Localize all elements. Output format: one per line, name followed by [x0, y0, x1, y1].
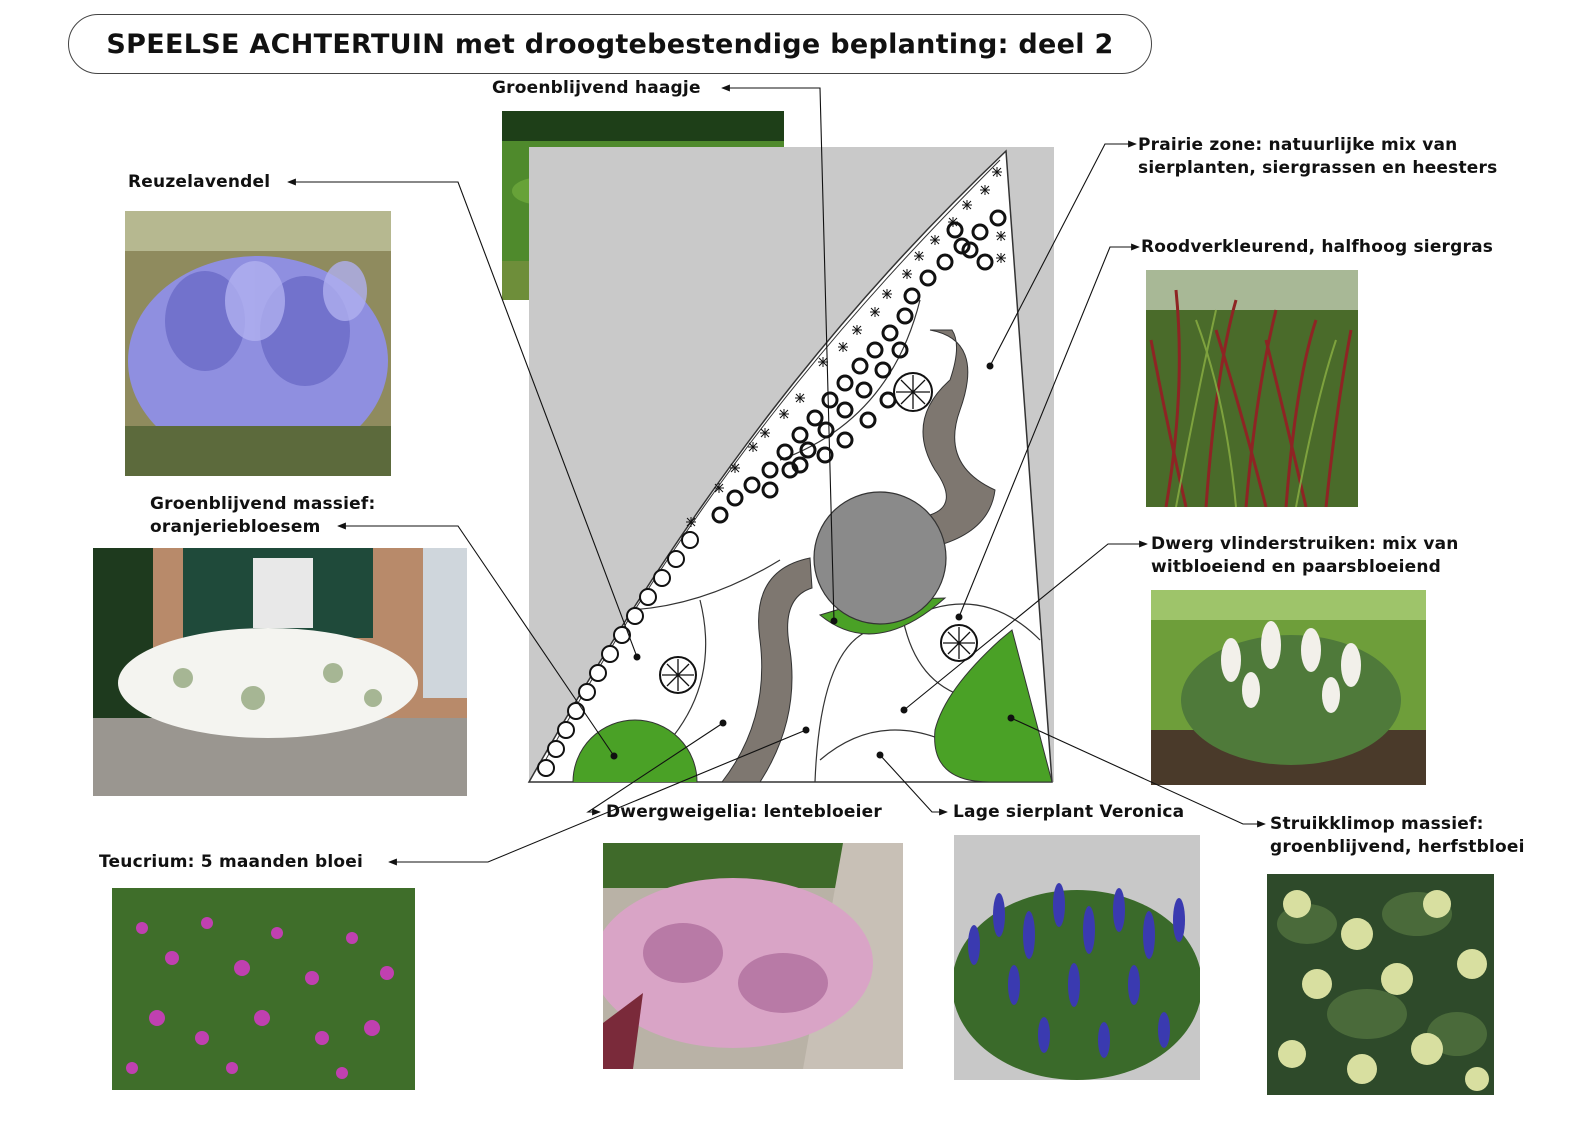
prairie-shrubs	[711, 209, 1007, 524]
lavender-photo	[125, 211, 391, 476]
leader-teucrium	[388, 729, 807, 866]
leader-haagje	[721, 84, 835, 622]
label-haagje: Groenblijvend haagje	[492, 78, 701, 98]
leader-dwergweigelia	[586, 722, 724, 816]
page-title: SPEELSE ACHTERTUIN met droogtebestendige…	[106, 28, 1114, 60]
red-grass-photo	[1146, 270, 1358, 507]
title-box: SPEELSE ACHTERTUIN met droogtebestendige…	[68, 14, 1152, 74]
label-reuzelavendel: Reuzelavendel	[128, 172, 271, 192]
winding-path-left	[720, 557, 813, 783]
leader-klimop	[1010, 717, 1266, 828]
label-klimop-line2: groenblijvend, herfstbloei	[1270, 837, 1525, 857]
label-massief-line1: Groenblijvend massief:	[150, 494, 376, 514]
label-vlinder-line2: witbloeiend en paarsbloeiend	[1151, 557, 1442, 577]
weigela-photo	[603, 843, 903, 1069]
label-vlinder: Dwerg vlinderstruiken: mix van witbloeie…	[1151, 533, 1459, 579]
leader-siergras	[958, 243, 1140, 618]
green-bed-right	[934, 629, 1052, 782]
label-prairie: Prairie zone: natuurlijke mix van sierpl…	[1138, 134, 1497, 180]
label-prairie-line1: Prairie zone: natuurlijke mix van	[1138, 135, 1458, 155]
label-veronica: Lage sierplant Veronica	[953, 802, 1185, 822]
leader-veronica	[879, 754, 948, 816]
hedge-circles	[537, 531, 699, 777]
leader-massief	[337, 522, 615, 757]
leader-reuzelavendel	[287, 178, 638, 658]
leader-vlinder	[903, 540, 1148, 711]
label-massief-line2: oranjeriebloesem	[150, 517, 321, 537]
label-massief: Groenblijvend massief: oranjeriebloesem	[150, 493, 375, 539]
label-klimop-line1: Struikklimop massief:	[1270, 814, 1484, 834]
label-vlinder-line1: Dwerg vlinderstruiken: mix van	[1151, 534, 1459, 554]
white-shrub-photo	[93, 548, 467, 796]
label-teucrium: Teucrium: 5 maanden bloei	[99, 852, 364, 872]
round-terrace	[813, 491, 947, 625]
leader-prairie	[989, 140, 1137, 367]
veronica-photo	[954, 835, 1200, 1080]
butterfly-bush-photo	[1151, 590, 1426, 785]
label-siergras: Roodverkleurend, halfhoog siergras	[1141, 237, 1494, 257]
green-bed-left	[572, 719, 698, 782]
ivy-photo	[1267, 874, 1494, 1095]
label-dwergweigelia: Dwergweigelia: lentebloeier	[606, 802, 882, 822]
teucrium-photo	[112, 888, 415, 1090]
label-prairie-line2: sierplanten, siergrassen en heesters	[1138, 158, 1498, 178]
label-klimop: Struikklimop massief: groenblijvend, her…	[1270, 813, 1525, 859]
